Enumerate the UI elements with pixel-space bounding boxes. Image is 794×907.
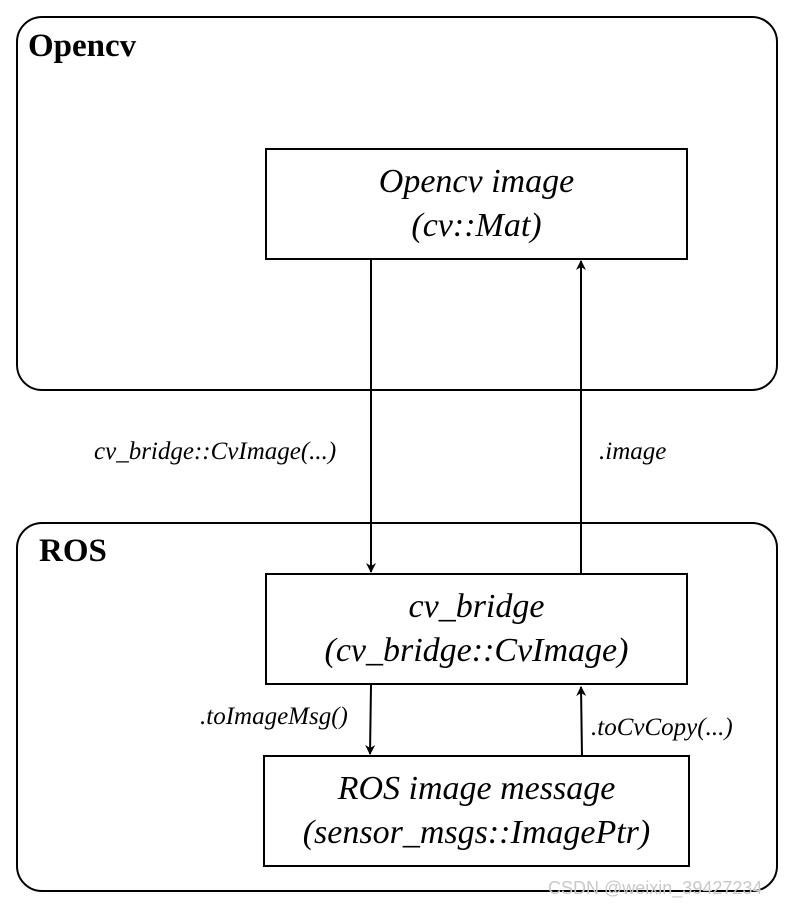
cv-bridge-node-type: (cv_bridge::CvImage) [324, 632, 629, 669]
cv-bridge-node-title: cv_bridge [408, 588, 545, 625]
ros-region [16, 522, 778, 892]
cv-bridge-node: cv_bridge (cv_bridge::CvImage) [265, 573, 688, 685]
edge-label-cvimage-to-msg: .toImageMsg() [200, 703, 348, 730]
edge-label-msg-to-cvimage: .toCvCopy(...) [591, 714, 733, 741]
opencv-image-node: Opencv image (cv::Mat) [265, 148, 688, 260]
ros-image-message-node-title: ROS image message [337, 770, 616, 807]
ros-image-message-node: ROS image message (sensor_msgs::ImagePtr… [263, 755, 690, 867]
opencv-region [16, 16, 778, 391]
edge-label-mat-to-cvimage: cv_bridge::CvImage(...) [94, 438, 337, 465]
ros-region-title: ROS [39, 533, 107, 569]
opencv-image-node-type: (cv::Mat) [411, 207, 542, 244]
ros-image-message-node-type: (sensor_msgs::ImagePtr) [302, 814, 651, 851]
opencv-region-title: Opencv [28, 28, 137, 64]
watermark-text: CSDN @weixin_39427234 [548, 878, 763, 898]
edge-label-cvimage-to-mat: .image [599, 438, 667, 465]
opencv-image-node-title: Opencv image [378, 163, 575, 200]
